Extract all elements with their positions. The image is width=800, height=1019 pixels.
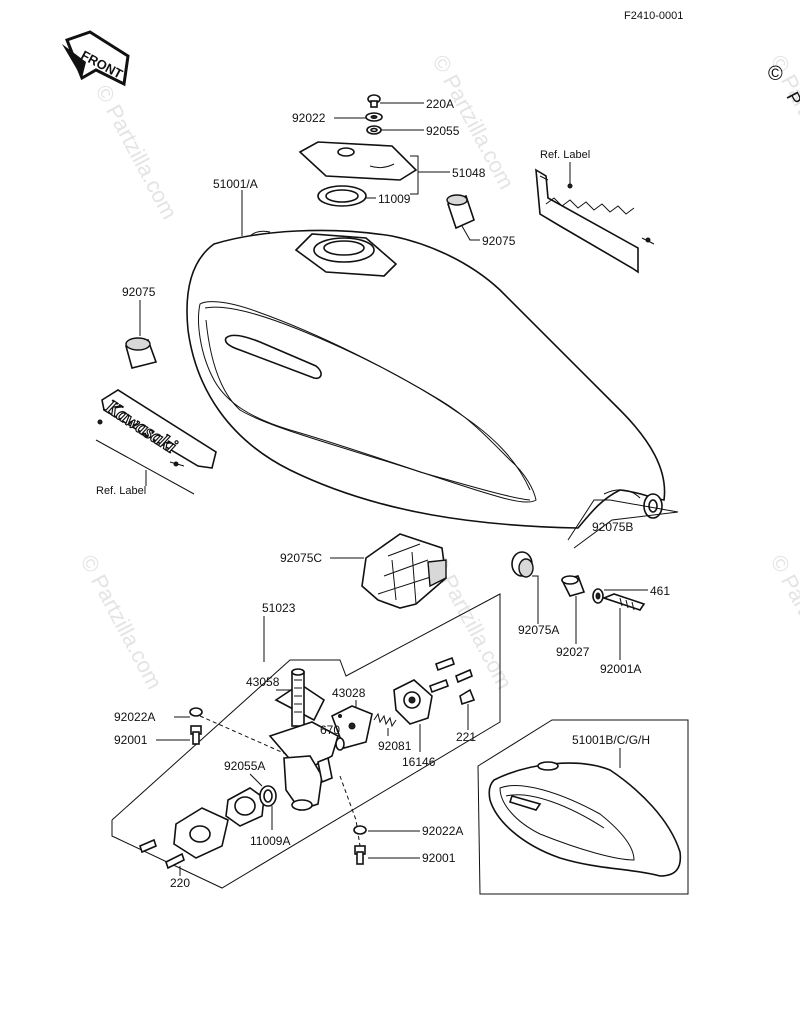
- cushion-92075-right: [446, 194, 475, 230]
- watermark-text: © Partzilla.com: [76, 551, 168, 694]
- callout-92027: 92027: [556, 645, 590, 659]
- callout-11009A: 11009A: [250, 834, 290, 848]
- petcock-body: [268, 721, 339, 811]
- callout-51001A: 51001/A: [213, 177, 258, 191]
- washer-92022: [365, 112, 383, 122]
- screw-220-a: [139, 838, 157, 854]
- callout-670: 670: [320, 723, 340, 737]
- bolt-220A: [367, 94, 381, 108]
- washer-92055: [366, 125, 382, 135]
- collar-92027: [560, 575, 586, 597]
- callout-92022A-bottom: 92022A: [422, 824, 463, 838]
- callout-92022A-left: 92022A: [114, 710, 155, 724]
- washer-92022A-left: [189, 707, 203, 717]
- fuel-strainer-43058: [274, 668, 326, 727]
- callout-92075C: 92075C: [280, 551, 322, 565]
- spring-92081: [373, 712, 397, 728]
- callout-51001BCGH: 51001B/C/G/H: [572, 733, 650, 747]
- watermark-text: © Partzilla.com: [91, 81, 183, 224]
- fuel-tank-51001BCGH: [488, 761, 682, 877]
- callout-43058: 43058: [246, 675, 280, 689]
- ref-label-sticker: [535, 168, 655, 274]
- callout-461: 461: [650, 584, 670, 598]
- variant-tank-box: [477, 719, 689, 895]
- callout-92075A: 92075A: [518, 623, 559, 637]
- cushion-92075-left: [125, 337, 158, 369]
- screw-220-b: [165, 852, 185, 870]
- callout-11009: 11009: [378, 192, 411, 206]
- callout-51048: 51048: [452, 166, 486, 180]
- o-ring-670: [335, 737, 345, 751]
- callout-92075-right: 92075: [482, 234, 516, 248]
- callout-221: 221: [456, 730, 476, 744]
- bolt-92001A: [601, 593, 646, 611]
- gasket-11009: [317, 185, 367, 207]
- figure-code: F2410-0001: [624, 10, 683, 22]
- callout-16146: 16146: [402, 755, 436, 769]
- callout-92001A: 92001A: [600, 662, 641, 676]
- callout-92001-bottom: 92001: [422, 851, 456, 865]
- cap-plate-51048: [298, 141, 418, 181]
- callout-92075B: 92075B: [592, 520, 633, 534]
- bolt-92001-left: [190, 725, 202, 745]
- callout-51023: 51023: [262, 601, 296, 615]
- copyright-edge-text: ©: [768, 63, 783, 85]
- o-ring-11009A: [259, 785, 277, 807]
- ref-label-top: Ref. Label: [540, 149, 590, 161]
- callout-92075-left: 92075: [122, 285, 156, 299]
- plate-220: [173, 807, 229, 859]
- callout-92022: 92022: [292, 111, 326, 125]
- callout-220: 220: [170, 876, 190, 890]
- lever-16146: [393, 679, 433, 725]
- cushion-92075C: [361, 533, 447, 609]
- kawasaki-emblem: Kawasaki: [97, 389, 217, 469]
- callout-92001-left: 92001: [114, 733, 148, 747]
- screws-221: [428, 656, 476, 730]
- fuel-tank-51001A: [186, 229, 666, 529]
- bolt-92001-bottom: [354, 845, 366, 865]
- callout-220A: 220A: [426, 97, 454, 111]
- cushion-92075A: [511, 551, 534, 578]
- watermark-text: © Partzilla.com: [766, 551, 800, 694]
- washer-461: [592, 588, 604, 604]
- callout-92055: 92055: [426, 124, 460, 138]
- callout-92055A: 92055A: [224, 759, 265, 773]
- gasket-92055A: [225, 787, 265, 827]
- callout-43028: 43028: [332, 686, 366, 700]
- ref-label-left: Ref. Label: [96, 485, 146, 497]
- petcock-assembly-box: [111, 593, 501, 889]
- washer-92022A-bottom: [353, 825, 367, 835]
- callout-92081: 92081: [378, 739, 412, 753]
- front-arrow-icon: FRONT: [62, 30, 130, 87]
